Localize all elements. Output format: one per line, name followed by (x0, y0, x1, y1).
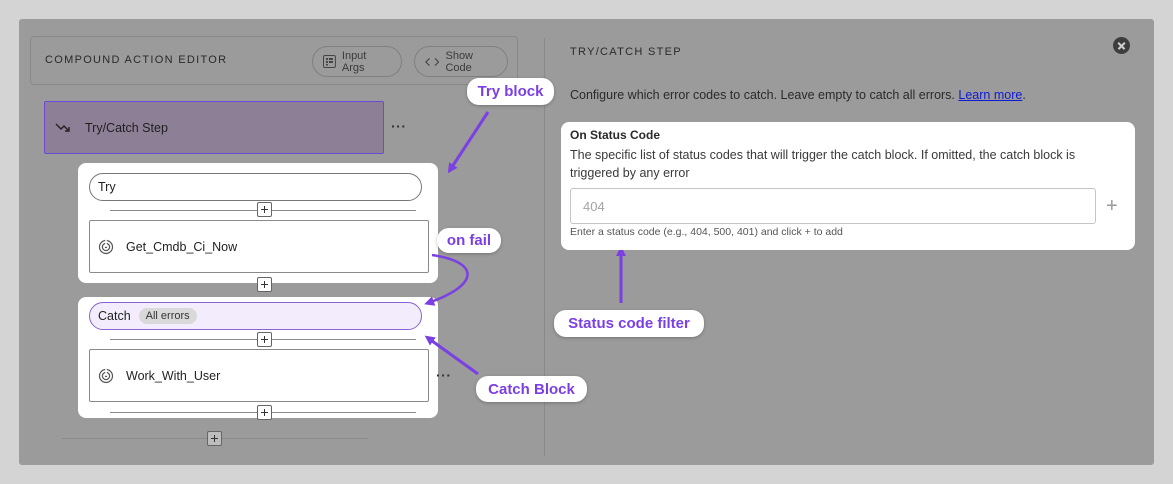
status-code-description: The specific list of status codes that w… (570, 148, 1076, 180)
step-more-icon[interactable]: ··· (391, 118, 407, 134)
add-step-icon[interactable] (257, 202, 272, 217)
status-code-input[interactable] (570, 188, 1096, 224)
code-icon (425, 57, 440, 66)
on-fail-callout: on fail (437, 228, 501, 253)
catch-more-icon[interactable]: ··· (436, 367, 452, 383)
add-step-icon[interactable] (257, 405, 272, 420)
try-action-label: Get_Cmdb_Ci_Now (126, 239, 238, 254)
try-block-callout: Try block (467, 78, 554, 105)
status-code-title: On Status Code (570, 128, 661, 142)
catch-action-label: Work_With_User (126, 368, 221, 383)
status-code-card: On Status Code The specific list of stat… (561, 122, 1135, 250)
try-block-card: Try Get_Cmdb_Ci_Now (78, 163, 438, 283)
try-catch-icon (55, 123, 70, 132)
add-step-icon[interactable] (257, 332, 272, 347)
action-icon (98, 239, 114, 254)
editor-title: COMPOUND ACTION EDITOR (45, 54, 228, 66)
input-args-label: Input Args (341, 49, 367, 74)
action-icon (98, 368, 114, 383)
show-code-label: Show Code (445, 49, 474, 74)
catch-action-step[interactable]: Work_With_User (89, 349, 429, 402)
try-catch-step-label: Try/Catch Step (85, 120, 168, 135)
catch-block-card: Catch All errors Work_With_User (78, 297, 438, 420)
catch-label: Catch (98, 309, 131, 323)
catch-block-header[interactable]: Catch All errors (89, 302, 422, 330)
try-action-step[interactable]: Get_Cmdb_Ci_Now (89, 220, 429, 273)
panel-title: TRY/CATCH STEP (570, 46, 682, 58)
panel-description: Configure which error codes to catch. Le… (570, 88, 1026, 102)
status-code-hint: Enter a status code (e.g., 404, 500, 401… (570, 226, 843, 238)
close-icon[interactable] (1113, 37, 1130, 54)
editor-header: COMPOUND ACTION EDITOR Input Args Show C… (30, 36, 518, 85)
learn-more-link[interactable]: Learn more (958, 88, 1023, 102)
try-label: Try (98, 180, 116, 194)
status-filter-callout: Status code filter (554, 310, 704, 337)
add-step-icon[interactable] (257, 277, 272, 292)
try-catch-step[interactable]: Try/Catch Step (44, 101, 384, 154)
description-period: . (1022, 88, 1026, 102)
add-status-code-button[interactable]: + (1106, 195, 1118, 217)
description-text: Configure which error codes to catch. Le… (570, 88, 955, 102)
input-args-icon (323, 55, 336, 68)
try-block-header[interactable]: Try (89, 173, 422, 201)
show-code-button[interactable]: Show Code (414, 46, 508, 77)
catch-block-callout: Catch Block (476, 376, 587, 402)
add-step-icon[interactable] (207, 431, 222, 446)
all-errors-badge: All errors (138, 308, 197, 324)
panel-divider (544, 38, 545, 456)
input-args-button[interactable]: Input Args (312, 46, 402, 77)
